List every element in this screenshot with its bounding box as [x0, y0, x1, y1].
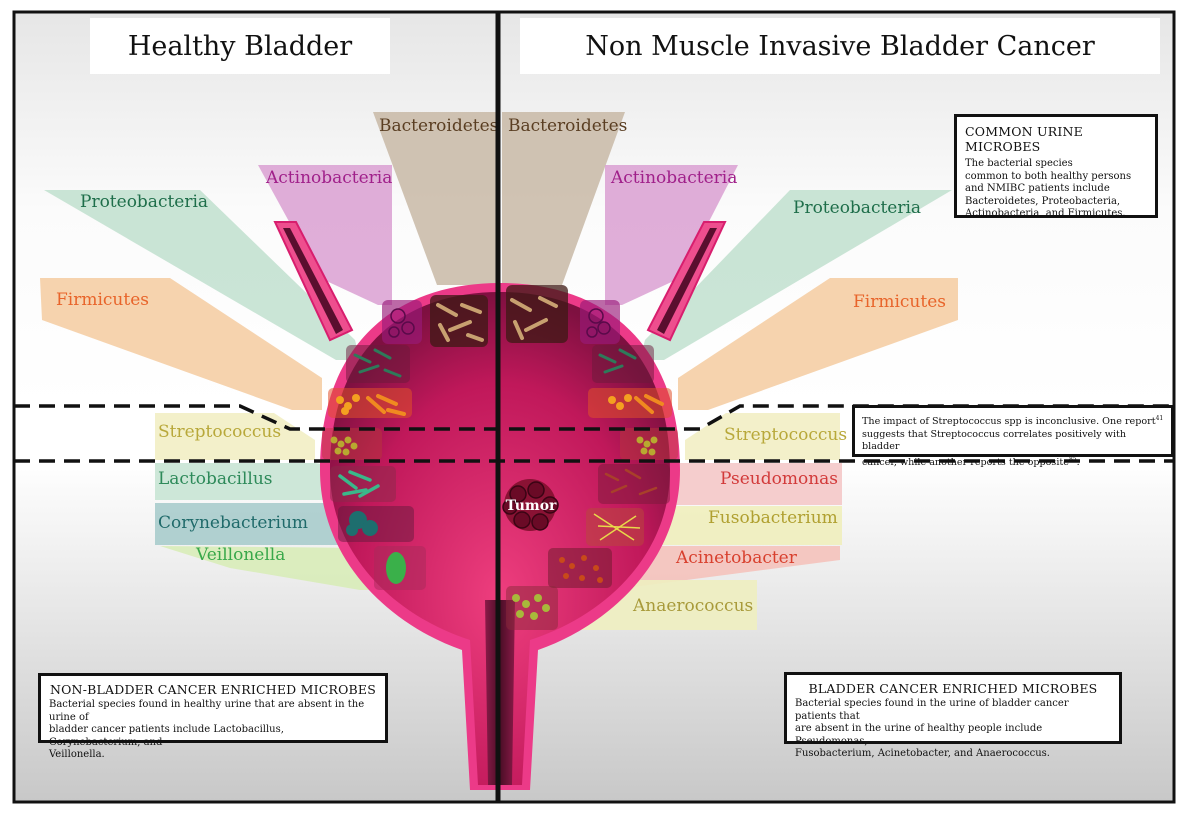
common-urine-microbes-title: COMMON URINE MICROBES: [965, 124, 1083, 154]
beam-firmicutes-right: [678, 278, 958, 410]
tumor-mass: Tumor: [502, 479, 559, 531]
beam-bacteroidetes-right: [502, 112, 625, 285]
label-proteobacteria-left: Proteobacteria: [80, 192, 208, 212]
title-nmibc: Non Muscle Invasive Bladder Cancer: [520, 18, 1160, 74]
common-urine-microbes-box: COMMON URINE MICROBES The bacterial spec…: [954, 114, 1158, 219]
beam-veillonella-left: [160, 546, 398, 590]
label-streptococcus-left: Streptococcus: [158, 422, 281, 442]
title-healthy-bladder: Healthy Bladder: [90, 18, 390, 74]
bacteria-patches: [322, 285, 678, 630]
label-firmicutes-right: Firmicutes: [853, 292, 946, 312]
non-cancer-enriched-title: NON-BLADDER CANCER ENRICHED MICROBES: [49, 682, 377, 697]
streptococcus-note-box: The impact of Streptococcus spp is incon…: [852, 405, 1174, 468]
anaerococcus-patch-right: [506, 586, 558, 630]
beam-actinobacteria-left: [258, 165, 392, 305]
labels-left: Bacteroidetes Actinobacteria Proteobacte…: [56, 116, 498, 565]
ureter-right-lumen: [657, 228, 717, 334]
beam-streptococcus-right: [685, 413, 840, 460]
non-cancer-enriched-box: NON-BLADDER CANCER ENRICHED MICROBES Bac…: [38, 673, 388, 760]
outer-frame: [12, 10, 1176, 804]
label-actinobacteria-left: Actinobacteria: [265, 168, 392, 188]
non-cancer-enriched-text: Bacterial species found in healthy urine…: [49, 699, 365, 760]
label-streptococcus-right: Streptococcus: [724, 425, 847, 445]
label-proteobacteria-right: Proteobacteria: [793, 198, 921, 218]
cancer-enriched-box: BLADDER CANCER ENRICHED MICROBES Bacteri…: [784, 672, 1122, 759]
label-bacteroidetes-left: Bacteroidetes: [379, 116, 498, 136]
label-firmicutes-left: Firmicutes: [56, 290, 149, 310]
beam-streptococcus-left: [155, 413, 315, 460]
cancer-enriched-title: BLADDER CANCER ENRICHED MICROBES: [808, 681, 1098, 696]
labels-right: Bacteroidetes Actinobacteria Proteobacte…: [508, 116, 946, 616]
label-anaerococcus-right: Anaerococcus: [632, 596, 753, 616]
beam-proteobacteria-left: [44, 190, 360, 360]
cancer-enriched-text: Bacterial species found in the urine of …: [795, 698, 1069, 759]
beam-bacteroidetes-left: [373, 112, 496, 285]
ureter-left-lumen: [283, 228, 343, 334]
beam-actinobacteria-right: [605, 165, 738, 305]
pseudomonas-patch-right: [598, 464, 670, 504]
label-veillonella-left: Veillonella: [195, 545, 285, 565]
common-urine-microbes-text: The bacterial species common to both hea…: [965, 158, 1132, 219]
bacteroidetes-patch-right: [506, 285, 568, 343]
label-actinobacteria-right: Actinobacteria: [610, 168, 737, 188]
label-lactobacillus-left: Lactobacillus: [158, 469, 273, 489]
label-bacteroidetes-right: Bacteroidetes: [508, 116, 627, 136]
proteobacteria-patch-right: [592, 345, 654, 383]
beam-lactobacillus-left: [155, 463, 360, 500]
lactobacillus-patch-left: [330, 466, 396, 502]
beam-proteobacteria-right: [640, 190, 952, 360]
beam-firmicutes-left: [40, 278, 322, 410]
streptococcus-note-text: The impact of Streptococcus spp is incon…: [862, 415, 1164, 468]
label-acinetobacter-right: Acinetobacter: [675, 548, 798, 568]
label-pseudomonas-right: Pseudomonas: [720, 469, 838, 489]
label-corynebacterium-left: Corynebacterium: [158, 513, 308, 533]
label-fusobacterium-right: Fusobacterium: [708, 508, 838, 528]
streptococcus-band-lines: [14, 404, 1174, 463]
beams-left: [40, 112, 496, 590]
beam-pseudomonas-right: [640, 463, 842, 505]
acinetobacter-patch-right: [548, 548, 612, 588]
tumor-label: Tumor: [506, 498, 557, 514]
